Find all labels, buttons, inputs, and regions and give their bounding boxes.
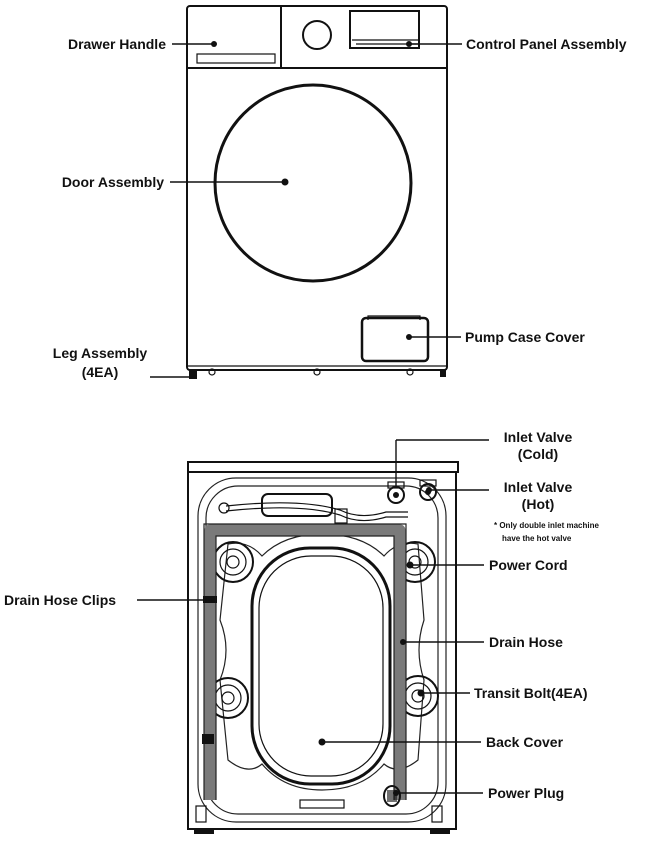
label-transit-bolt: Transit Bolt(4EA) [417, 685, 588, 701]
svg-text:have the hot valve: have the hot valve [502, 534, 572, 543]
control-panel-display [349, 10, 420, 49]
label-drain-hose-clips: Drain Hose Clips [4, 592, 212, 608]
back-top-strip [187, 461, 459, 473]
door-glass [213, 83, 413, 283]
drain-hose [204, 524, 406, 800]
svg-text:Control Panel Assembly: Control Panel Assembly [466, 36, 627, 52]
svg-text:Transit Bolt(4EA): Transit Bolt(4EA) [474, 685, 588, 701]
svg-text:Door Assembly: Door Assembly [62, 174, 164, 190]
transit-bolt-top-left [212, 541, 254, 583]
svg-text:Inlet Valve: Inlet Valve [504, 479, 573, 495]
svg-text:* Only double inlet machine: * Only double inlet machine [494, 521, 599, 530]
svg-text:(Cold): (Cold) [518, 446, 558, 462]
svg-text:Leg Assembly: Leg Assembly [53, 345, 148, 361]
front-cabinet [186, 5, 448, 371]
program-knob [302, 20, 332, 50]
label-inlet-valve-hot: Inlet Valve (Hot) * Only double inlet ma… [426, 479, 599, 543]
label-drawer-handle: Drawer Handle [68, 36, 217, 52]
svg-text:Power Plug: Power Plug [488, 785, 564, 801]
svg-text:Power Cord: Power Cord [489, 557, 568, 573]
label-power-cord: Power Cord [406, 557, 568, 573]
svg-text:Inlet Valve: Inlet Valve [504, 429, 573, 445]
drawer-handle [196, 53, 276, 64]
label-control-panel-assembly: Control Panel Assembly [406, 36, 627, 52]
label-power-plug: Power Plug [393, 785, 564, 801]
label-leg-assembly: Leg Assembly (4EA) [53, 345, 190, 380]
svg-text:Drain Hose: Drain Hose [489, 634, 563, 650]
label-door-assembly: Door Assembly [62, 174, 289, 190]
label-back-cover: Back Cover [318, 734, 564, 750]
power-plug [383, 785, 401, 807]
back-cover [250, 546, 392, 786]
svg-text:(Hot): (Hot) [522, 496, 555, 512]
svg-text:Back Cover: Back Cover [486, 734, 564, 750]
front-view: Drawer Handle Control Panel Assembly Doo… [53, 5, 627, 380]
svg-text:Drain Hose Clips: Drain Hose Clips [4, 592, 116, 608]
svg-text:(4EA): (4EA) [82, 364, 119, 380]
label-pump-case-cover: Pump Case Cover [406, 329, 585, 345]
front-leg-right [440, 369, 446, 377]
svg-text:Pump Case Cover: Pump Case Cover [465, 329, 585, 345]
label-inlet-valve-cold: Inlet Valve (Cold) [395, 429, 573, 487]
front-leg-left [189, 369, 197, 379]
back-cabinet [187, 471, 457, 830]
label-drain-hose: Drain Hose [400, 634, 563, 650]
svg-text:Drawer Handle: Drawer Handle [68, 36, 166, 52]
top-bracket [261, 493, 333, 517]
power-cord-route [225, 502, 408, 517]
pump-case-cover [360, 316, 430, 363]
back-view: Inlet Valve (Cold) Inlet Valve (Hot) * O… [4, 429, 599, 834]
